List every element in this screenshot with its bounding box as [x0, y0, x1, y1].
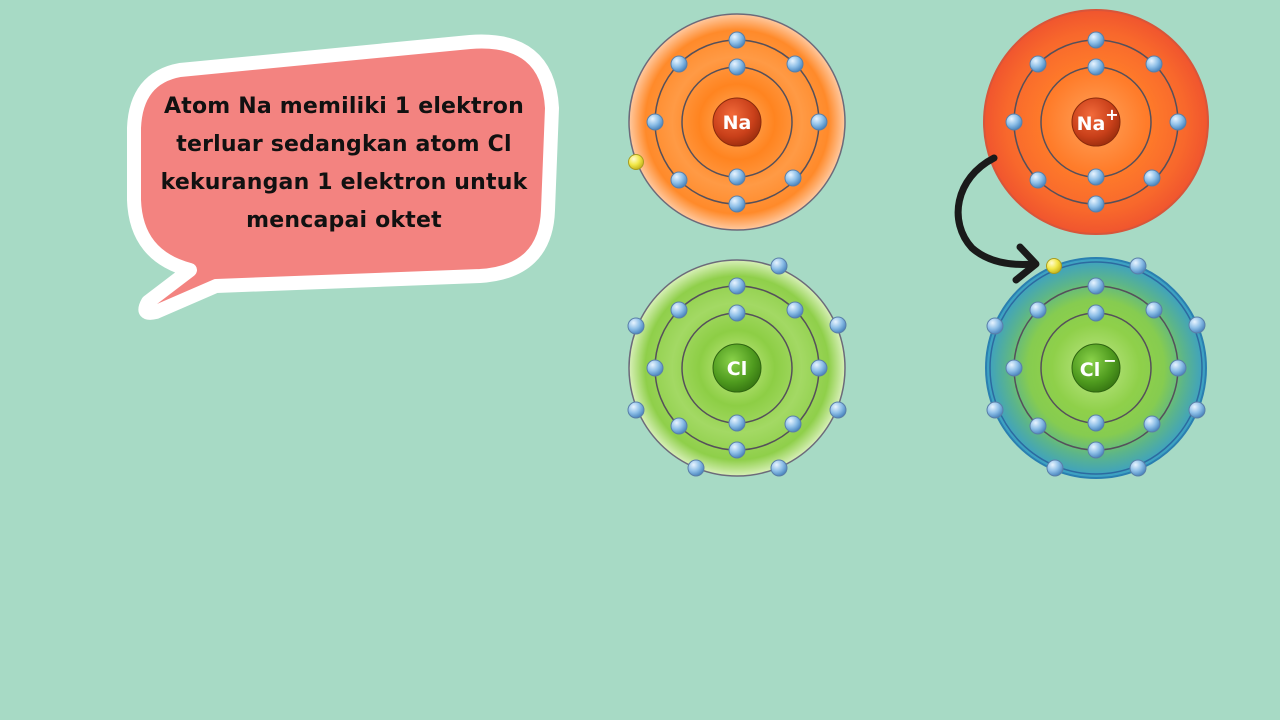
sodium-nucleus — [712, 97, 762, 147]
chloride-ion: Cl − — [985, 257, 1207, 479]
sodium-valence-electron — [628, 154, 644, 170]
chloride-ion-charge: − — [1103, 351, 1116, 370]
bubble-line-2: terluar sedangkan atom Cl — [176, 132, 512, 157]
chlorine-nucleus — [712, 343, 762, 393]
chlorine-atom: Cl — [627, 257, 847, 477]
sodium-ion-symbol: Na — [1077, 113, 1106, 135]
sodium-atom: Na — [628, 13, 846, 231]
electron-transfer-arrow — [954, 154, 1040, 284]
speech-bubble — [127, 34, 559, 320]
chloride-ion-electrons — [986, 257, 1206, 477]
speech-bubble-text: Atom Na memiliki 1 elektron terluar seda… — [160, 88, 528, 240]
chlorine-electrons — [627, 257, 847, 477]
chlorine-symbol: Cl — [727, 358, 747, 380]
bubble-line-1: Atom Na memiliki 1 elektron — [164, 94, 524, 119]
sodium-ion: Na + — [983, 9, 1209, 235]
sodium-ion-nucleus — [1071, 97, 1121, 147]
bubble-line-4: mencapai oktet — [246, 208, 442, 233]
sodium-ion-charge: + — [1105, 105, 1118, 124]
speech-bubble-shape — [127, 34, 559, 320]
sodium-ion-electrons — [1005, 31, 1187, 213]
sodium-symbol: Na — [723, 112, 752, 134]
chloride-ion-symbol: Cl — [1080, 359, 1100, 381]
bubble-line-3: kekurangan 1 elektron untuk — [160, 170, 528, 195]
chloride-ion-nucleus — [1071, 343, 1121, 393]
sodium-electrons — [646, 31, 828, 213]
chloride-ion-gained-electron — [1046, 258, 1062, 274]
